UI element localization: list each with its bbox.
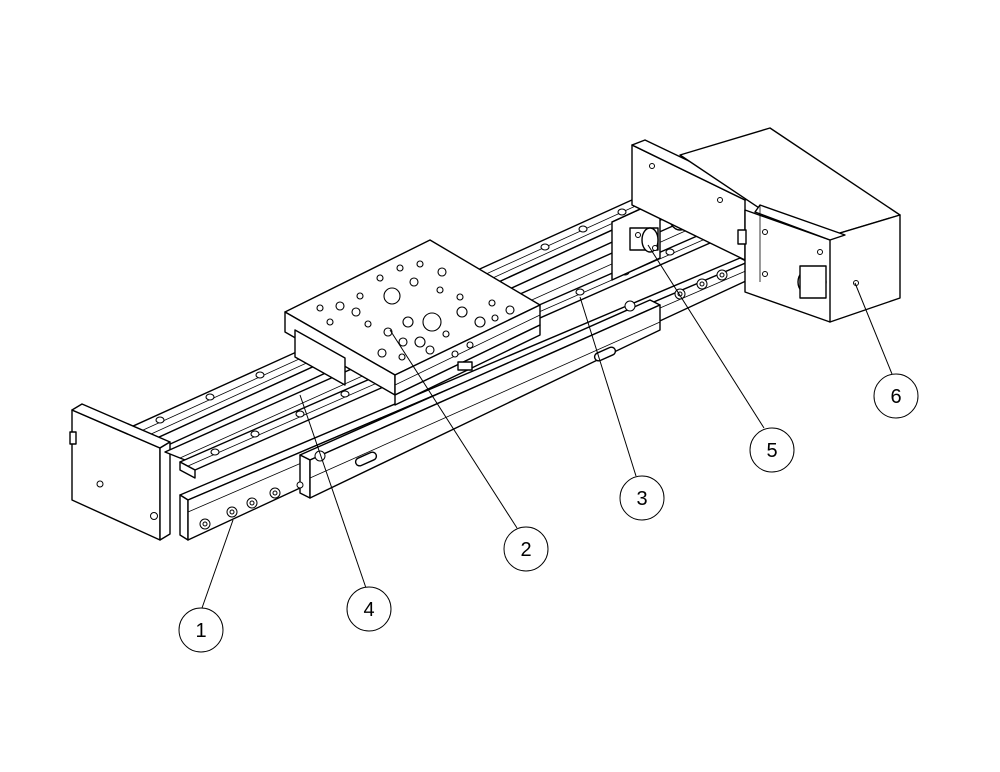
callout-1-label: 1 bbox=[195, 620, 206, 642]
sensor-rail bbox=[296, 299, 661, 499]
leader-lines bbox=[201, 244, 893, 609]
connector-icon bbox=[797, 265, 827, 299]
carriage bbox=[284, 239, 541, 406]
callout-2-label: 2 bbox=[520, 539, 531, 561]
motor-housing bbox=[631, 127, 901, 323]
left-end-plate bbox=[69, 403, 171, 541]
callout-6-label: 6 bbox=[890, 386, 901, 408]
callout-5: 5 bbox=[749, 427, 795, 473]
carriage-holes bbox=[316, 260, 515, 361]
callout-4-label: 4 bbox=[363, 599, 374, 621]
callout-6: 6 bbox=[873, 373, 919, 419]
callout-5-label: 5 bbox=[766, 440, 777, 462]
front-rail-bolts bbox=[199, 269, 728, 530]
callout-3: 3 bbox=[619, 475, 665, 521]
callout-4: 4 bbox=[346, 586, 392, 632]
callout-2: 2 bbox=[503, 526, 549, 572]
callout-1: 1 bbox=[178, 607, 224, 653]
callout-3-label: 3 bbox=[636, 488, 647, 510]
